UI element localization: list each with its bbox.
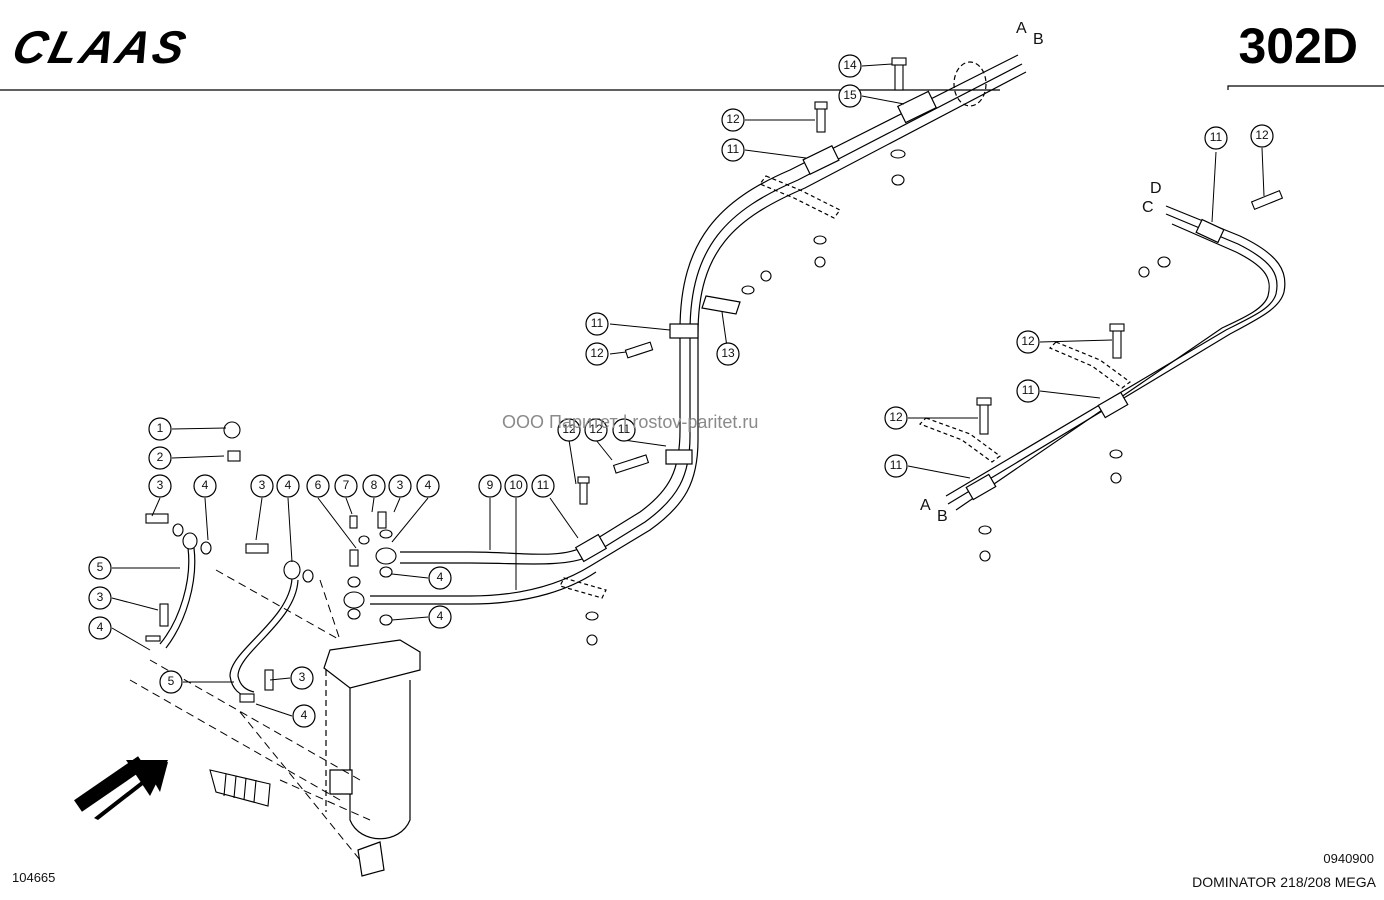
callout-10: 10	[509, 478, 523, 492]
header-rules	[0, 85, 1384, 91]
callout-1: 1	[156, 421, 164, 435]
callout-4: 4	[300, 708, 308, 722]
callout-15: 15	[843, 88, 857, 102]
end-letter-c: C	[1142, 199, 1154, 216]
callout-3: 3	[156, 478, 164, 492]
date-code: 0940900	[1323, 851, 1374, 866]
callout-3: 3	[96, 590, 104, 604]
callout-7: 7	[342, 478, 350, 492]
end-letter-a: A	[1016, 20, 1027, 37]
clamps-and-brackets	[559, 61, 1225, 599]
watermark: ООО Паритет | rostov-paritet.ru	[502, 412, 759, 432]
callout-4: 4	[96, 620, 104, 634]
callout-11: 11	[1209, 130, 1223, 144]
callout-2: 2	[156, 450, 164, 464]
callout-11: 11	[590, 316, 604, 330]
callout-5: 5	[167, 674, 175, 688]
callout-11: 11	[1021, 383, 1035, 397]
callout-11: 11	[726, 142, 740, 156]
callout-4: 4	[436, 609, 444, 623]
callout-4: 4	[201, 478, 209, 492]
fasteners	[145, 57, 1284, 703]
end-letter-b: B	[937, 508, 948, 525]
callout-4: 4	[436, 570, 444, 584]
drawing-number: 104665	[12, 870, 56, 885]
callout-8: 8	[370, 478, 378, 492]
spring-part	[209, 769, 271, 807]
callout-14: 14	[843, 58, 857, 72]
end-letter-d: D	[1150, 180, 1162, 197]
callout-12: 12	[726, 112, 740, 126]
model-name: DOMINATOR 218/208 MEGA	[1192, 874, 1376, 890]
callout-12: 12	[889, 410, 903, 424]
leader-lines	[111, 63, 1265, 717]
callout-4: 4	[284, 478, 292, 492]
callout-12: 12	[562, 422, 576, 436]
page-number: 302D	[1238, 18, 1358, 74]
callout-12: 12	[589, 422, 603, 436]
callout-6: 6	[314, 478, 322, 492]
callout-3: 3	[258, 478, 266, 492]
assembly-reference-lines	[129, 569, 371, 861]
callout-bubbles	[88, 54, 1274, 728]
callout-3: 3	[298, 670, 306, 684]
callout-12: 12	[1021, 334, 1035, 348]
callout-11: 11	[889, 458, 903, 472]
callout-4: 4	[424, 478, 432, 492]
callout-9: 9	[486, 478, 494, 492]
callout-3: 3	[396, 478, 404, 492]
end-letter-a: A	[920, 497, 931, 514]
callout-13: 13	[721, 346, 735, 360]
callout-11: 11	[617, 422, 631, 436]
callout-11: 11	[536, 478, 550, 492]
filter-housing	[323, 639, 421, 877]
installation-direction-arrow-icon	[74, 756, 168, 820]
callout-12: 12	[590, 346, 604, 360]
end-letter-b: B	[1033, 31, 1044, 48]
callout-5: 5	[96, 560, 104, 574]
callout-12: 12	[1255, 128, 1269, 142]
